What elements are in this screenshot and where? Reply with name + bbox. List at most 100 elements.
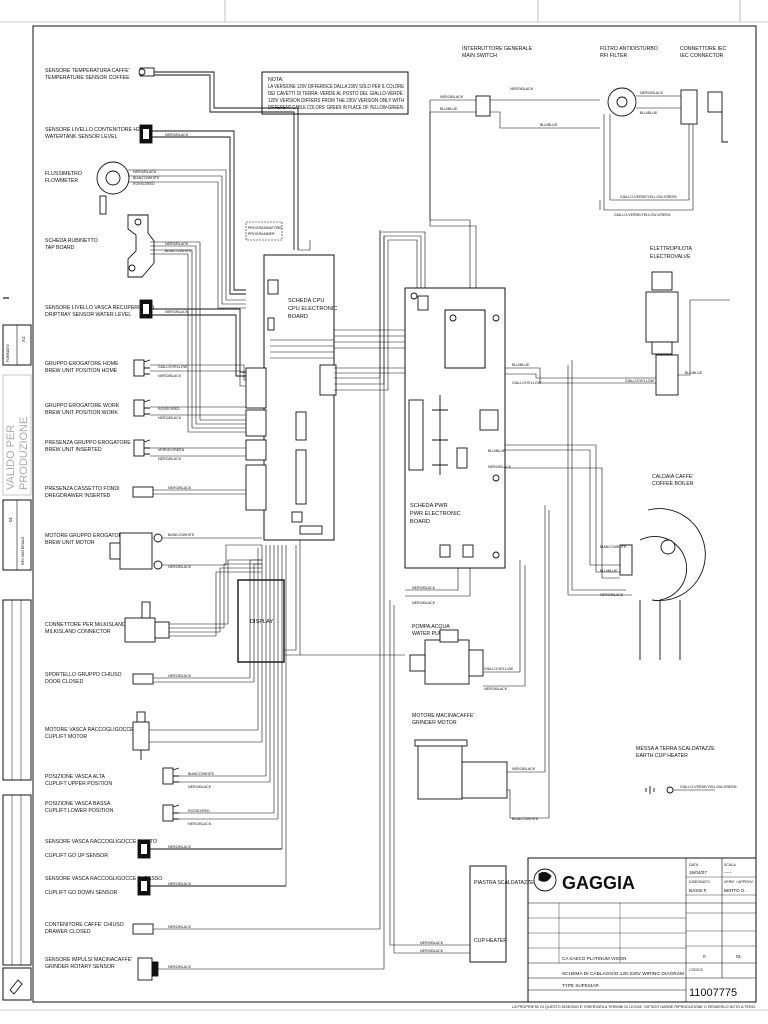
label-godown-en: CUPLIFT GO DOWN SENSOR [45,890,118,896]
earth-cup-label-en: EARTH CUP HEATER [636,753,688,759]
note-box: NOTA: LA VERSIONE 120V DIFFERISCE DALLA … [261,71,409,115]
wire-label-boiler-3: BLU/BLUE [600,569,618,573]
solenoid-label-it: ELETTROPILOTA [650,246,693,252]
label-tapboard-it: SCHEDA RUBINETTO [45,238,98,244]
rev-value: 0 [703,954,706,959]
wire-label-tap-1: NERO/BLACK [165,242,189,246]
label-driptray-en: DRIPTRAY SENSOR WATER LEVEL [45,312,131,318]
code-label: CODICE [689,968,704,972]
wire-label-goup: NERO/BLACK [168,845,192,849]
format-value: A2 [21,336,26,342]
approved-by: BERTO G. [724,888,746,893]
wire-label-flow-1: NERO/BLACK [133,170,157,174]
grinder-motor-label-en: GRINDER MOTOR [412,720,457,726]
cup-heater-label-it: PIASTRA SCALDATAZZE [474,880,534,886]
wire-label-lower-1: ROSSO/RED [188,809,210,813]
wire-label-work-2: NERO/BLACK [158,416,182,420]
cup-heater: PIASTRA SCALDATAZZE CUP HEATER [469,865,534,963]
wire-label-pump-2: NERO/BLACK [484,687,508,691]
earth-cup-heater: MESSA A TERRA SCALDATAZZE EARTH CUP HEAT… [636,746,737,794]
wire-label-motor-2: NERO/BLACK [168,565,192,569]
cuplift-upper-switch [162,767,180,785]
label-brew-inserted-en: BREW UNIT INSERTED [45,447,102,453]
wire-label-pwr-2: NERO/BLACK [412,601,436,605]
cpu-board-subtitle: CPU ELECTRONIC [288,306,337,312]
drawn-label: DISEGNATO [689,880,710,884]
product-name: CA SAECO PLATINUM VISION [562,956,627,961]
boiler-label-en: COFFEE BOILER [652,481,694,487]
wire-label-home-2: NERO/BLACK [158,374,182,378]
water-pump-label-it: POMPA ACQUA [412,624,450,630]
label-milkisland-it: CONNETTORE PER MILKISLAND [45,622,126,628]
main-switch-symbol [475,95,491,117]
label-dregdrawer-en: DREGDRAWER INSERTED [45,493,111,499]
pwr-board-subtitle-2: BOARD [410,519,430,525]
date-value: 16/04/07 [689,870,707,875]
label-brew-motor-it: MOTORE GRUPPO EROGATORE [45,533,126,539]
note-heading: NOTA: [268,77,283,83]
wire-label-pump-1: GIALLO/YELLOW [484,667,514,671]
drawn-by: BASSI F. [689,888,707,893]
wire-label-inserted-1: VERDE/GREEN [158,448,185,452]
wire-label-driptray: NERO/BLACK [165,310,189,314]
left-component-symbols [96,67,180,981]
label-brew-home-en: BREW UNIT POSITION HOME [45,368,118,374]
footer-notice: LA PROPRIETA' DI QUESTO DISEGNO E' RISER… [512,1005,756,1009]
wire-label-sol-2: GIALLO/YELLOW [512,381,542,385]
water-pump: POMPA ACQUA WATER PUMP GIALLO/YELLOW NER… [409,560,526,691]
note-line-4: DIFFERENT CABLE COLORS: GREEN IN PLACE O… [268,105,404,111]
label-brew-work-it: GRUPPO EROGATORE WORK [45,403,120,409]
label-brew-motor-en: BREW UNIT MOTOR [45,540,95,546]
gaggia-logo [533,868,557,892]
pwr-board: SCHEDA PWR PWR ELECTRONIC BOARD [404,287,506,569]
label-cuplift-lower-en: CUPLIFT LOWER POSITION [45,808,113,814]
cpu-board-subtitle-2: BOARD [288,314,308,320]
wire-label-mains-2: BLU/BLUE [440,107,458,111]
side-tabs: FORMATO A2 VALIDO PER PRODUZIONE REV MAT… [2,297,32,1001]
grinder-motor-label-it: MOTORE MACINACAFFE' [412,713,474,719]
label-cuplift-upper-it: POSIZIONE VASCA ALTA [45,774,105,780]
wire-label-ground-2: GIALLO-VERDE/YELLOW-GREEN [614,213,671,217]
label-milkisland-en: MILKISLAND CONNECTOR [45,629,111,635]
note-line-3: 120V VERSION DIFFERS FROM THE 230V VERSI… [268,98,404,104]
wire-label-sol-4: BLU/BLUE [685,371,703,375]
wire-label-boiler-2: NERO/BLACK [488,465,512,469]
wire-label-boiler-4: NERO/BLACK [600,593,624,597]
wire-label-boiler-5: BIANCO/WHITE [600,545,627,549]
main-switch-label-en: MAIN SWITCH [462,53,497,59]
left-wire-harness: NERO/BLACK NERO/BLACK BIANCO/WHITE ROSSO… [128,71,384,970]
boiler-label-it: CALDAIA CAFFE' [652,474,693,480]
label-drawer-closed-it: CONTENITORE CAFFE' CHIUSO [45,922,124,928]
label-watertank-it: SENSORE LIVELLO CONTENITORE H2O [45,127,144,133]
water-pump-label-en: WATER PUMP [412,631,447,637]
rfi-filter-label-en: RFI FILTER [600,53,628,59]
wire-label-mains-3: NERO/BLACK [440,95,464,99]
wire-label-tap-2: BIANCO/WHITE [165,249,192,253]
brew-work-switch [133,399,151,417]
brand-name: GAGGIA [562,873,635,893]
left-component-labels: SENSORE TEMPERATURA CAFFE' TEMPERATURE S… [45,68,162,970]
brew-inserted-switch [133,439,151,457]
label-grinder-sensor-it: SENSORE IMPULSI MACINACAFFE' [45,957,132,963]
label-temp-sensor-en: TEMPERATURE SENSOR COFFEE [45,75,130,81]
wire-label-dreg: NERO/BLACK [168,486,192,490]
main-switch-label-it: INTERRUTTORE GENERALE [462,46,533,52]
wire-label-mains-5: NERO/BLACK [640,91,664,95]
rev-material-value: 01 [8,516,13,522]
pwr-board-subtitle: PWR ELECTRONIC [410,511,461,517]
display-label: DISPLAY [250,619,273,625]
grinder-sensor-symbol [137,957,159,981]
label-door-it: SPORTELLO GRUPPO CHIUSO [45,672,122,678]
wire-label-home-1: GIALLO/YELLOW [158,365,188,369]
wire-label-cup-2: NERO/BLACK [420,949,444,953]
iec-connector-symbol [680,89,698,125]
cuplift-lower-switch [162,804,180,822]
label-grinder-sensor-en: GRINDER ROTARY SENSOR [45,964,115,970]
programmer-label-1: PROGRAMMATORE [248,226,282,230]
drawing-title: SCHEMA DI CABLAGGIO 120-230V WIRING DIAG… [562,971,684,976]
wire-label-grinder-1: NERO/BLACK [512,767,536,771]
solenoid-valve: ELETTROPILOTA ELECTROVALVE BLU/BLUE GIAL… [505,246,730,396]
iec-label-en: IEC CONNECTOR [680,53,724,59]
label-brew-inserted-it: PRESENZA GRUPPO EROGATORE [45,440,131,446]
